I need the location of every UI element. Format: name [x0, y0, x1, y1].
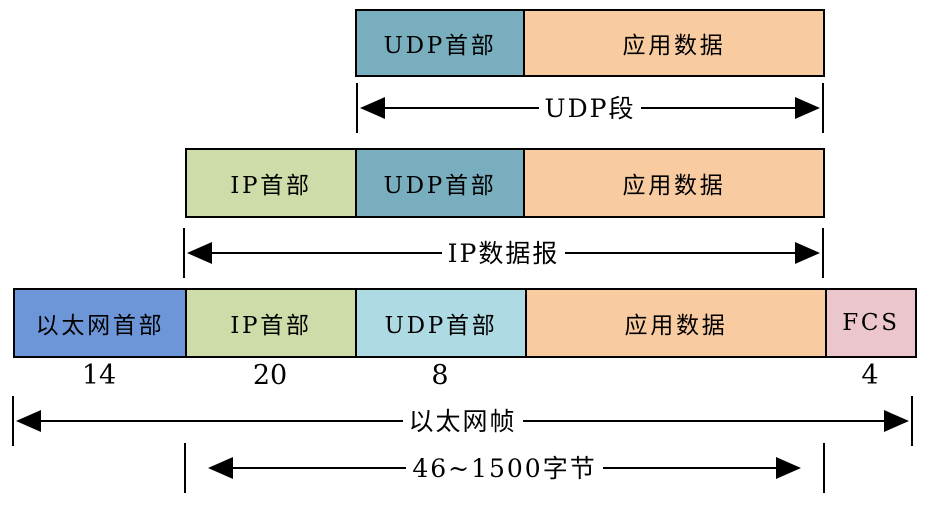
byte-count-fcs: 4 — [861, 360, 879, 391]
arrow-line — [212, 252, 442, 254]
span-tick — [12, 396, 14, 446]
arrowhead-right-icon — [776, 457, 802, 479]
udp-segment-span: UDP段 — [356, 83, 824, 133]
udp-header-box: UDP首部 — [355, 9, 525, 77]
ethernet-frame-row: 以太网首部 IP首部 UDP首部 应用数据 FCS — [13, 288, 917, 358]
arrowhead-left-icon — [360, 97, 385, 119]
udp-segment-label: UDP段 — [544, 93, 636, 123]
udp-header-box: UDP首部 — [355, 148, 525, 218]
arrowhead-left-icon — [187, 242, 212, 264]
arrow-line — [641, 107, 795, 109]
app-data-box: 应用数据 — [523, 148, 825, 218]
span-tick — [911, 396, 913, 446]
arrowhead-left-icon — [208, 457, 233, 479]
ip-datagram-span: IP数据报 — [183, 228, 824, 278]
arrow-line — [385, 107, 539, 109]
ethernet-frame-label: 以太网帧 — [408, 406, 517, 436]
span-tick — [822, 83, 824, 133]
byte-count-udp-header: 8 — [431, 360, 449, 391]
arrow-line — [565, 252, 796, 254]
app-data-box: 应用数据 — [523, 9, 825, 77]
ethernet-frame-span: 以太网帧 — [12, 396, 913, 446]
fcs-box: FCS — [825, 288, 917, 358]
double-arrow: 以太网帧 — [16, 396, 910, 446]
payload-range-span: 46~1500字节 — [184, 443, 825, 493]
double-arrow: IP数据报 — [187, 228, 821, 278]
ip-datagram-row: IP首部 UDP首部 应用数据 — [185, 148, 825, 218]
span-tick — [183, 228, 185, 278]
span-tick — [356, 83, 358, 133]
app-data-box: 应用数据 — [525, 288, 827, 358]
byte-count-eth-header: 14 — [81, 360, 117, 391]
arrowhead-right-icon — [884, 410, 910, 432]
arrow-line — [602, 467, 777, 469]
double-arrow: UDP段 — [360, 83, 820, 133]
ip-header-box: IP首部 — [185, 288, 357, 358]
udp-segment-row: UDP首部 应用数据 — [355, 9, 825, 77]
span-tick — [184, 443, 186, 493]
ip-header-box: IP首部 — [185, 148, 357, 218]
span-tick — [823, 443, 825, 493]
arrowhead-right-icon — [795, 97, 820, 119]
arrow-line — [41, 420, 403, 422]
arrowhead-right-icon — [795, 242, 821, 264]
double-arrow: 46~1500字节 — [208, 443, 802, 493]
ethernet-header-box: 以太网首部 — [13, 288, 187, 358]
arrow-line — [233, 467, 407, 469]
udp-header-box: UDP首部 — [355, 288, 527, 358]
span-tick — [822, 228, 824, 278]
ip-datagram-label: IP数据报 — [447, 238, 560, 268]
arrow-line — [522, 420, 885, 422]
byte-count-ip-header: 20 — [252, 360, 288, 391]
arrowhead-left-icon — [16, 410, 41, 432]
payload-range-label: 46~1500字节 — [412, 453, 597, 483]
